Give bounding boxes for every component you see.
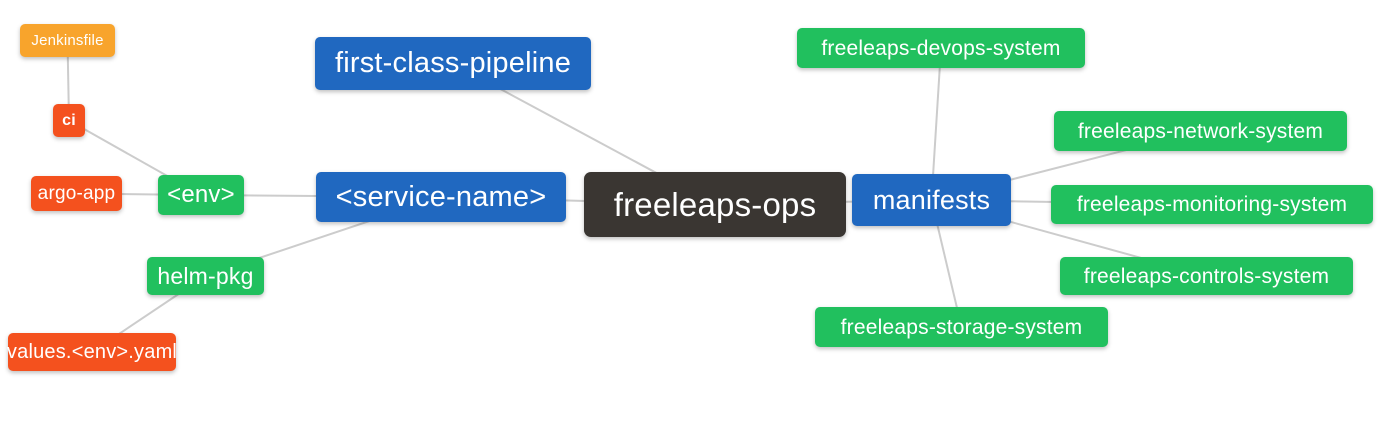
node-manifests[interactable]: manifests — [852, 174, 1011, 226]
node-helm-pkg[interactable]: helm-pkg — [147, 257, 264, 295]
node-jenkinsfile[interactable]: Jenkinsfile — [20, 24, 115, 57]
node-freeleaps-ops-root[interactable]: freeleaps-ops — [584, 172, 846, 237]
node-argo-app[interactable]: argo-app — [31, 176, 122, 211]
node-freeleaps-monitoring-system[interactable]: freeleaps-monitoring-system — [1051, 185, 1373, 224]
node-service-name[interactable]: <service-name> — [316, 172, 566, 222]
node-freeleaps-network-system[interactable]: freeleaps-network-system — [1054, 111, 1347, 151]
node-values-env-yaml[interactable]: values.<env>.yaml — [7, 333, 177, 371]
node-ci[interactable]: ci — [53, 104, 85, 137]
node-env[interactable]: <env> — [158, 175, 244, 215]
node-first-class-pipeline[interactable]: first-class-pipeline — [315, 37, 591, 90]
node-freeleaps-controls-system[interactable]: freeleaps-controls-system — [1060, 257, 1353, 295]
node-freeleaps-storage-system[interactable]: freeleaps-storage-system — [815, 307, 1108, 347]
node-freeleaps-devops-system[interactable]: freeleaps-devops-system — [797, 28, 1085, 68]
